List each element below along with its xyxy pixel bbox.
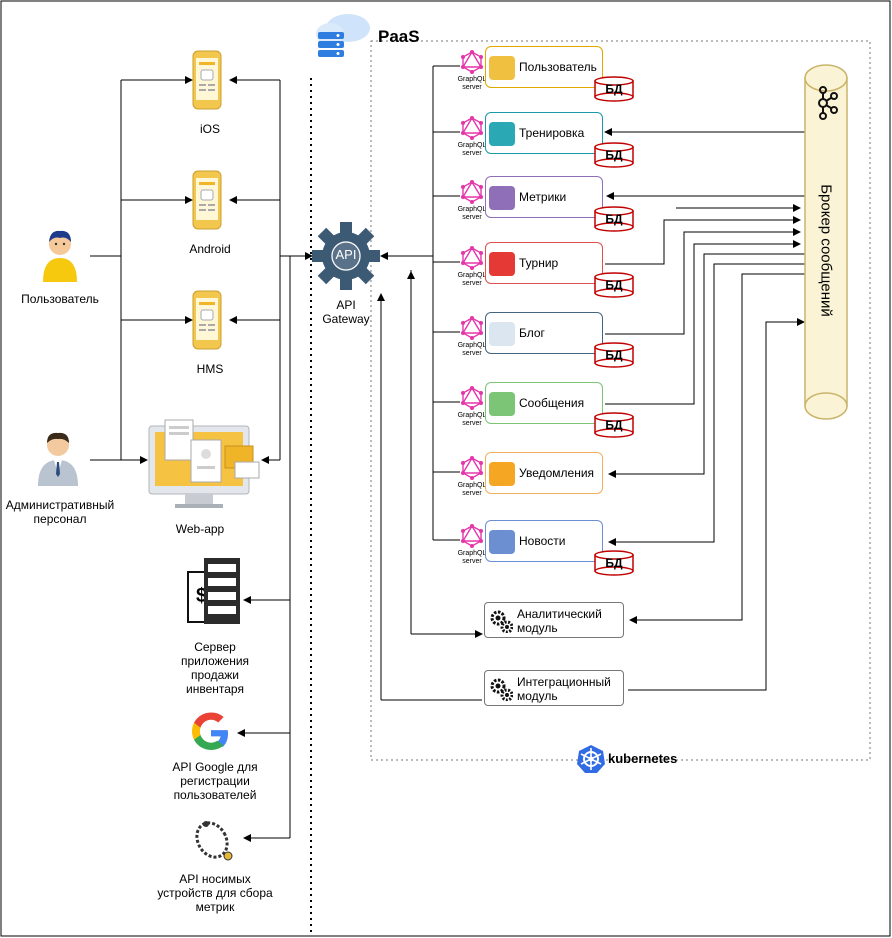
inventory-server-icon: $ bbox=[186, 556, 242, 628]
api-gateway-gear-icon[interactable]: API bbox=[309, 221, 383, 291]
graphql-server-icon bbox=[454, 456, 490, 480]
service-icon bbox=[489, 322, 515, 346]
database-icon: БД bbox=[594, 142, 634, 168]
user-label: Пользователь bbox=[21, 292, 99, 306]
database-label: БД bbox=[605, 278, 623, 292]
hms-label: HMS bbox=[196, 362, 224, 376]
hms-phone-icon bbox=[192, 290, 222, 350]
service-box[interactable]: Пользователь bbox=[485, 46, 603, 88]
database-icon: БД bbox=[594, 76, 634, 102]
service-icon bbox=[489, 122, 515, 146]
user-avatar-icon bbox=[40, 230, 80, 282]
web-app-label: Web-app bbox=[175, 522, 225, 536]
inventory-server-label: Сервер приложения продажи инвентаря bbox=[180, 640, 250, 696]
service-icon bbox=[489, 392, 515, 416]
android-phone-icon bbox=[192, 170, 222, 230]
graphql-server-label: GraphQL server bbox=[457, 142, 487, 157]
admin-avatar-icon bbox=[36, 430, 80, 486]
api-gateway-label: API Gateway bbox=[322, 298, 370, 326]
graphql-server-icon bbox=[454, 116, 490, 140]
wearable-device-icon bbox=[192, 818, 236, 864]
service-name: Метрики bbox=[519, 190, 567, 204]
paas-label: PaaS bbox=[378, 27, 420, 46]
service-icon bbox=[489, 462, 515, 486]
service-box[interactable]: Уведомления bbox=[485, 452, 603, 494]
database-label: БД bbox=[605, 82, 623, 96]
graphql-server-icon bbox=[454, 316, 490, 340]
database-icon: БД bbox=[594, 272, 634, 298]
database-icon: БД bbox=[594, 550, 634, 576]
service-box[interactable]: Сообщения bbox=[485, 382, 603, 424]
graphql-server-label: GraphQL server bbox=[457, 412, 487, 427]
svg-text:$: $ bbox=[196, 585, 207, 607]
kubernetes-logo-icon bbox=[576, 744, 606, 774]
database-label: БД bbox=[605, 556, 623, 570]
service-name: Уведомления bbox=[519, 466, 595, 480]
wearables-api-label: API носимых устройств для сбора метрик bbox=[157, 872, 273, 914]
kubernetes-boundary bbox=[370, 40, 871, 761]
graphql-server-icon bbox=[454, 180, 490, 204]
service-name: Блог bbox=[519, 326, 545, 340]
graphql-server-label: GraphQL server bbox=[457, 482, 487, 497]
graphql-server-icon bbox=[454, 524, 490, 548]
service-box[interactable]: Блог bbox=[485, 312, 603, 354]
gears-icon bbox=[489, 609, 514, 634]
database-icon: БД bbox=[594, 206, 634, 232]
integration-module-label: Интеграционный модуль bbox=[517, 675, 611, 703]
database-label: БД bbox=[605, 348, 623, 362]
gears-icon bbox=[489, 677, 514, 702]
service-icon bbox=[489, 252, 515, 276]
api-gateway-icon-text: API bbox=[335, 247, 357, 262]
ios-phone-icon bbox=[192, 50, 222, 110]
google-api-label: API Google для регистрации пользователей bbox=[172, 760, 258, 802]
service-name: Тренировка bbox=[519, 126, 585, 140]
service-name: Пользователь bbox=[519, 60, 597, 74]
graphql-server-icon bbox=[454, 386, 490, 410]
graphql-server-label: GraphQL server bbox=[457, 342, 487, 357]
analytics-module[interactable]: Аналитический модуль bbox=[484, 602, 624, 638]
graphql-server-icon bbox=[454, 50, 490, 74]
analytics-module-label: Аналитический модуль bbox=[517, 607, 602, 635]
service-box[interactable]: Турнир bbox=[485, 242, 603, 284]
service-icon bbox=[489, 186, 515, 210]
broker-label: Брокер сообщений bbox=[817, 184, 835, 317]
integration-module[interactable]: Интеграционный модуль bbox=[484, 670, 624, 706]
admin-label: Административный персонал bbox=[5, 498, 115, 526]
service-box[interactable]: Новости bbox=[485, 520, 603, 562]
android-label: Android bbox=[189, 242, 231, 256]
graphql-server-label: GraphQL server bbox=[457, 76, 487, 91]
google-icon bbox=[190, 712, 232, 754]
service-icon bbox=[489, 530, 515, 554]
ios-label: iOS bbox=[199, 122, 220, 136]
kafka-icon bbox=[814, 86, 838, 120]
paas-cloud-icon bbox=[310, 6, 372, 66]
database-icon: БД bbox=[594, 342, 634, 368]
database-icon: БД bbox=[594, 412, 634, 438]
kubernetes-label: kubernetes bbox=[608, 751, 678, 766]
message-broker[interactable]: Брокер сообщений bbox=[804, 64, 848, 420]
service-name: Сообщения bbox=[519, 396, 585, 410]
graphql-server-label: GraphQL server bbox=[457, 206, 487, 221]
service-box[interactable]: Метрики bbox=[485, 176, 603, 218]
graphql-server-icon bbox=[454, 246, 490, 270]
graphql-server-label: GraphQL server bbox=[457, 272, 487, 287]
service-name: Новости bbox=[519, 534, 566, 548]
database-label: БД bbox=[605, 212, 623, 226]
service-icon bbox=[489, 56, 515, 80]
service-name: Турнир bbox=[519, 256, 559, 270]
database-label: БД bbox=[605, 418, 623, 432]
database-label: БД bbox=[605, 148, 623, 162]
service-box[interactable]: Тренировка bbox=[485, 112, 603, 154]
graphql-server-label: GraphQL server bbox=[457, 550, 487, 565]
web-app-icon bbox=[145, 416, 263, 512]
